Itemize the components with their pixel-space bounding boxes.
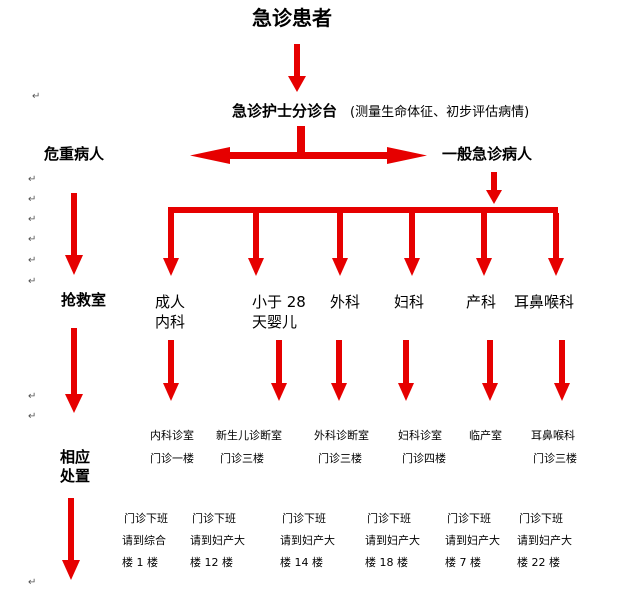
dept-arrow-0-head — [163, 383, 179, 401]
branch-arrow-0-shaft — [168, 213, 174, 258]
branch-arrow-3-head — [404, 258, 420, 276]
dept-after-hours-3-line-1: 请到妇产大 — [365, 534, 420, 547]
triage-main: 急诊护士分诊台 — [232, 102, 338, 120]
dept-after-hours-5-line-1: 请到妇产大 — [517, 534, 572, 547]
dept-after-hours-5-line-0: 门诊下班 — [519, 512, 563, 525]
dept-room-1: 新生儿诊断室 — [216, 429, 282, 442]
double-arrow-left-head — [190, 147, 230, 164]
dept-after-hours-5-line-2: 楼 22 楼 — [517, 556, 560, 569]
dept-room-2: 外科诊断室 — [314, 429, 369, 442]
general-patient: 一般急诊病人 — [442, 145, 533, 163]
dept-room-0: 内科诊室 — [150, 429, 194, 442]
title: 急诊患者 — [252, 6, 332, 30]
dept-after-hours-1-line-1: 请到妇产大 — [190, 534, 245, 547]
double-arrow-right-head — [387, 147, 427, 164]
dept-after-hours-4-line-0: 门诊下班 — [447, 512, 491, 525]
rescue-room: 抢救室 — [61, 291, 107, 309]
dept-after-hours-3-line-0: 门诊下班 — [367, 512, 411, 525]
dept-arrow-0-shaft — [168, 340, 174, 383]
dept-location-0: 门诊一楼 — [150, 452, 194, 465]
paragraph-mark: ↵ — [28, 174, 37, 185]
dept-location-3: 门诊四楼 — [402, 452, 446, 465]
arrow-left-2-head — [65, 394, 83, 413]
paragraph-mark: ↵ — [28, 194, 37, 205]
dept-arrow-4-shaft — [487, 340, 493, 383]
double-arrow-bar — [215, 152, 387, 159]
branch-arrow-4-shaft — [481, 213, 487, 258]
dept-room-5: 耳鼻喉科 — [531, 429, 575, 442]
dept-after-hours-1-line-2: 楼 12 楼 — [190, 556, 233, 569]
branch-arrow-1-shaft — [253, 213, 259, 258]
dept-room-4: 临产室 — [469, 429, 502, 442]
arrow-left-3 — [68, 498, 74, 562]
arrow-top-head — [288, 76, 306, 92]
dept-location-5: 门诊三楼 — [533, 452, 577, 465]
dept-after-hours-4-line-1: 请到妇产大 — [445, 534, 500, 547]
branch-arrow-1-head — [248, 258, 264, 276]
branch-arrow-2-shaft — [337, 213, 343, 258]
dept-arrow-3-head — [398, 383, 414, 401]
connector-stem — [297, 126, 305, 152]
dept-name-0-line-0: 成人 — [155, 293, 186, 311]
branch-arrow-3-shaft — [409, 213, 415, 258]
dept-after-hours-1-line-0: 门诊下班 — [192, 512, 236, 525]
dept-arrow-2-shaft — [336, 340, 342, 383]
response-line-1: 相应 — [60, 448, 91, 466]
dept-name-0-line-1: 内科 — [155, 313, 186, 331]
dept-name-4-line-0: 产科 — [466, 293, 497, 311]
dept-arrow-1-shaft — [276, 340, 282, 383]
dept-name-1-line-1: 天婴儿 — [252, 313, 298, 331]
dept-after-hours-0-line-0: 门诊下班 — [124, 512, 168, 525]
paragraph-mark: ↵ — [28, 214, 37, 225]
dept-after-hours-2-line-1: 请到妇产大 — [280, 534, 335, 547]
response-line-2: 处置 — [60, 467, 91, 485]
dept-room-3: 妇科诊室 — [398, 429, 442, 442]
dept-arrow-5-shaft — [559, 340, 565, 383]
branch-arrow-0-head — [163, 258, 179, 276]
arrow-general — [491, 172, 497, 192]
dept-name-2-line-0: 外科 — [330, 293, 361, 311]
arrow-left-1 — [71, 193, 77, 255]
dept-location-1: 门诊三楼 — [220, 452, 264, 465]
branch-arrow-4-head — [476, 258, 492, 276]
paragraph-mark: ↵ — [28, 255, 37, 266]
arrow-left-3-head — [62, 560, 80, 580]
branch-arrow-2-head — [332, 258, 348, 276]
paragraph-mark: ↵ — [28, 391, 37, 402]
dept-arrow-5-head — [554, 383, 570, 401]
dept-after-hours-4-line-2: 楼 7 楼 — [445, 556, 481, 569]
dept-after-hours-2-line-0: 门诊下班 — [282, 512, 326, 525]
triage-sub: (测量生命体征、初步评估病情) — [350, 105, 530, 120]
dept-arrow-3-shaft — [403, 340, 409, 383]
paragraph-mark: ↵ — [28, 577, 37, 588]
paragraph-mark: ↵ — [28, 234, 37, 245]
branch-arrow-5-head — [548, 258, 564, 276]
branch-bar — [168, 207, 558, 213]
arrow-top — [294, 44, 300, 76]
dept-location-2: 门诊三楼 — [318, 452, 362, 465]
dept-arrow-2-head — [331, 383, 347, 401]
arrow-left-1-head — [65, 255, 83, 275]
branch-arrow-5-shaft — [553, 213, 559, 258]
paragraph-mark: ↵ — [32, 91, 41, 102]
paragraph-mark: ↵ — [28, 411, 37, 422]
arrow-general-head — [486, 190, 502, 204]
dept-after-hours-0-line-2: 楼 1 楼 — [122, 556, 158, 569]
dept-after-hours-3-line-2: 楼 18 楼 — [365, 556, 408, 569]
dept-arrow-1-head — [271, 383, 287, 401]
dept-name-5-line-0: 耳鼻喉科 — [514, 293, 575, 311]
paragraph-mark: ↵ — [28, 276, 37, 287]
dept-after-hours-0-line-1: 请到综合 — [122, 534, 166, 547]
dept-name-1-line-0: 小于 28 — [252, 293, 306, 311]
critical-patient: 危重病人 — [44, 145, 105, 163]
arrow-left-2 — [71, 328, 77, 396]
dept-arrow-4-head — [482, 383, 498, 401]
dept-after-hours-2-line-2: 楼 14 楼 — [280, 556, 323, 569]
dept-name-3-line-0: 妇科 — [394, 293, 425, 311]
